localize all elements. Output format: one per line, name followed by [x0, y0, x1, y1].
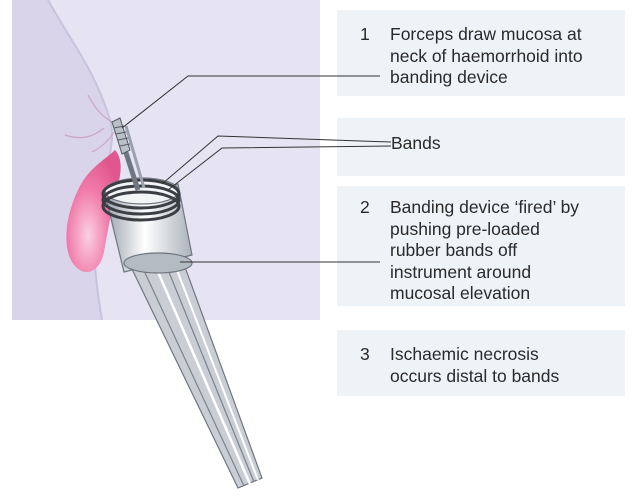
bands-label: Bands	[391, 133, 441, 155]
bands-panel	[337, 118, 625, 176]
step-2-text: Banding device ‘fired’ by pushing pre-lo…	[390, 197, 579, 305]
step-3-number: 3	[360, 344, 370, 366]
step-3-text: Ischaemic necrosis occurs distal to band…	[390, 344, 559, 387]
step-1-number: 1	[360, 24, 370, 46]
step-2-number: 2	[360, 197, 370, 219]
step-1-text: Forceps draw mucosa at neck of haemorrho…	[390, 24, 583, 89]
